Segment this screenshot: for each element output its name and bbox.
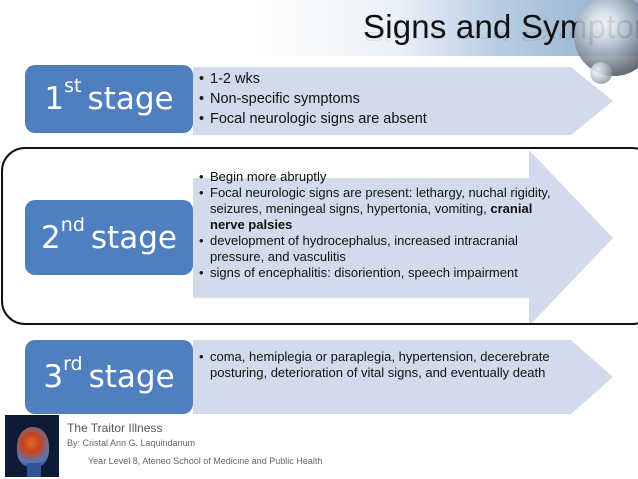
footer-author: By: Cristal Ann G. Laquindanum	[67, 438, 196, 448]
title-bar	[0, 0, 638, 56]
stage-2-number: 2	[41, 219, 61, 256]
stage-2-bullet: Begin more abruptly	[199, 169, 559, 185]
stage-3-bullet: coma, hemiplegia or paraplegia, hyperten…	[199, 349, 574, 381]
footer-title: The Traitor Illness	[67, 421, 163, 435]
stage-3-ordinal-suffix: rd	[63, 353, 83, 375]
stage-3-bullet-list: coma, hemiplegia or paraplegia, hyperten…	[199, 349, 574, 381]
stage-1-word: stage	[87, 81, 174, 117]
stage-2-word: stage	[90, 219, 177, 256]
stage-2-cranial-nerve-palsies: cranial nerve palsies	[210, 201, 533, 232]
stage-1-bullet-list: 1-2 wks Non-specific symptoms Focal neur…	[199, 69, 427, 129]
stage-1-bullet: Non-specific symptoms	[199, 89, 427, 109]
brain-head-shape	[17, 427, 49, 467]
stage-2-highlight-outline	[1, 147, 638, 325]
stage-1-bullet: 1-2 wks	[199, 69, 427, 89]
stage-1-number: 1	[44, 81, 65, 117]
stage-2-bullet-list: Begin more abruptly Focal neurologic sig…	[199, 169, 559, 281]
brain-neck-shape	[27, 463, 41, 477]
stage-2-ordinal-suffix: nd	[60, 213, 85, 236]
stage-1-bullet: Focal neurologic signs are absent	[199, 109, 427, 129]
stage-3-number: 3	[43, 359, 64, 395]
brain-logo-icon	[5, 415, 59, 477]
stage-2-bullet-focal-signs: Focal neurologic signs are present: leth…	[199, 185, 559, 233]
footer-affiliation: Year Level 8, Ateneo School of Medicine …	[88, 456, 323, 466]
stage-2-bullet: signs of encephalitis: disoriention, spe…	[199, 265, 559, 281]
stage-2-bullet: development of hydrocephalus, increased …	[199, 233, 559, 265]
stage-2-focal-signs-text: Focal neurologic signs are present: leth…	[210, 185, 551, 216]
stage-3-word: stage	[88, 359, 175, 395]
stage-1-ordinal-suffix: st	[64, 75, 82, 97]
decorative-small-orb-icon	[590, 62, 612, 84]
